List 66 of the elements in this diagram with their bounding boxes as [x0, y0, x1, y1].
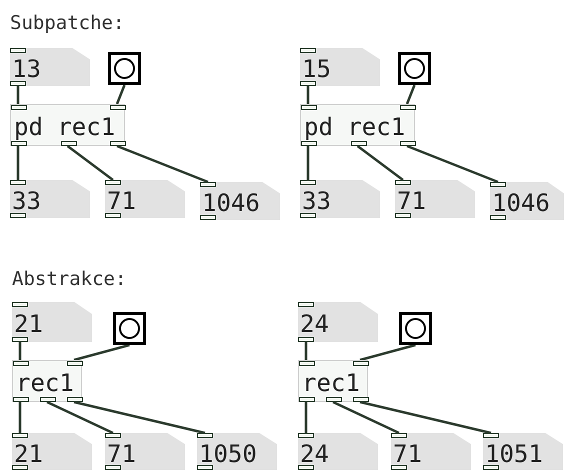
patch-cord: [74, 400, 206, 434]
patch-cord: [360, 344, 416, 362]
object-box: [10, 104, 125, 146]
number-value: 1050: [199, 442, 257, 466]
object-name: rec1: [302, 371, 360, 395]
object-name: pd rec1: [14, 115, 116, 139]
section-heading: Abstrakce:: [12, 268, 126, 290]
patch-cord: [16, 146, 20, 180]
number-box: [105, 180, 185, 218]
number-value: 21: [14, 312, 43, 336]
bang-button: [398, 52, 431, 85]
number-box: [10, 180, 90, 218]
number-value: 21: [14, 442, 43, 466]
number-value: 1051: [485, 442, 543, 466]
patch-cord: [18, 342, 22, 360]
number-box: [395, 180, 475, 218]
patch-cord: [306, 146, 310, 180]
patch-cord: [304, 402, 308, 433]
number-box: [483, 433, 563, 470]
number-value: 33: [302, 189, 331, 213]
patch-cord: [16, 86, 20, 104]
patch-cord: [304, 342, 308, 360]
section-heading: Subpatche:: [10, 12, 124, 34]
object-name: rec1: [16, 371, 74, 395]
number-value: 1046: [202, 191, 260, 215]
patch-cord: [306, 86, 310, 104]
number-value: 24: [300, 442, 329, 466]
number-box: [298, 302, 378, 342]
patch-cord: [46, 400, 114, 434]
object-box: [300, 104, 415, 146]
bang-button: [108, 52, 141, 85]
number-value: 71: [107, 189, 136, 213]
number-value: 33: [12, 189, 41, 213]
number-box: [197, 433, 277, 470]
number-value: 71: [393, 442, 422, 466]
number-box: [391, 433, 471, 470]
number-value: 24: [300, 312, 329, 336]
patch-cord: [332, 400, 400, 434]
number-box: [490, 182, 564, 220]
number-value: 71: [107, 442, 136, 466]
patch-cord: [406, 84, 416, 104]
patch-cord: [18, 402, 22, 433]
number-box: [300, 48, 380, 86]
object-box: [298, 360, 368, 402]
patch-cord: [74, 344, 130, 362]
number-box: [300, 180, 380, 218]
object-name: pd rec1: [304, 115, 406, 139]
patch-cord: [116, 84, 126, 104]
number-box: [200, 182, 280, 220]
number-box: [105, 433, 185, 470]
number-box: [12, 302, 92, 342]
bang-button: [113, 312, 146, 345]
patch-cord: [360, 400, 492, 434]
patch-cord: [116, 144, 208, 184]
number-value: 13: [12, 57, 41, 81]
number-box: [298, 433, 378, 470]
patch-cord: [406, 144, 498, 184]
number-box: [12, 433, 92, 470]
number-value: 15: [302, 57, 331, 81]
bang-button: [399, 312, 432, 345]
object-box: [12, 360, 82, 402]
number-box: [10, 48, 90, 86]
patch-cord: [66, 145, 114, 181]
number-value: 1046: [492, 191, 550, 215]
number-value: 71: [397, 189, 426, 213]
patch-cord: [356, 145, 404, 181]
